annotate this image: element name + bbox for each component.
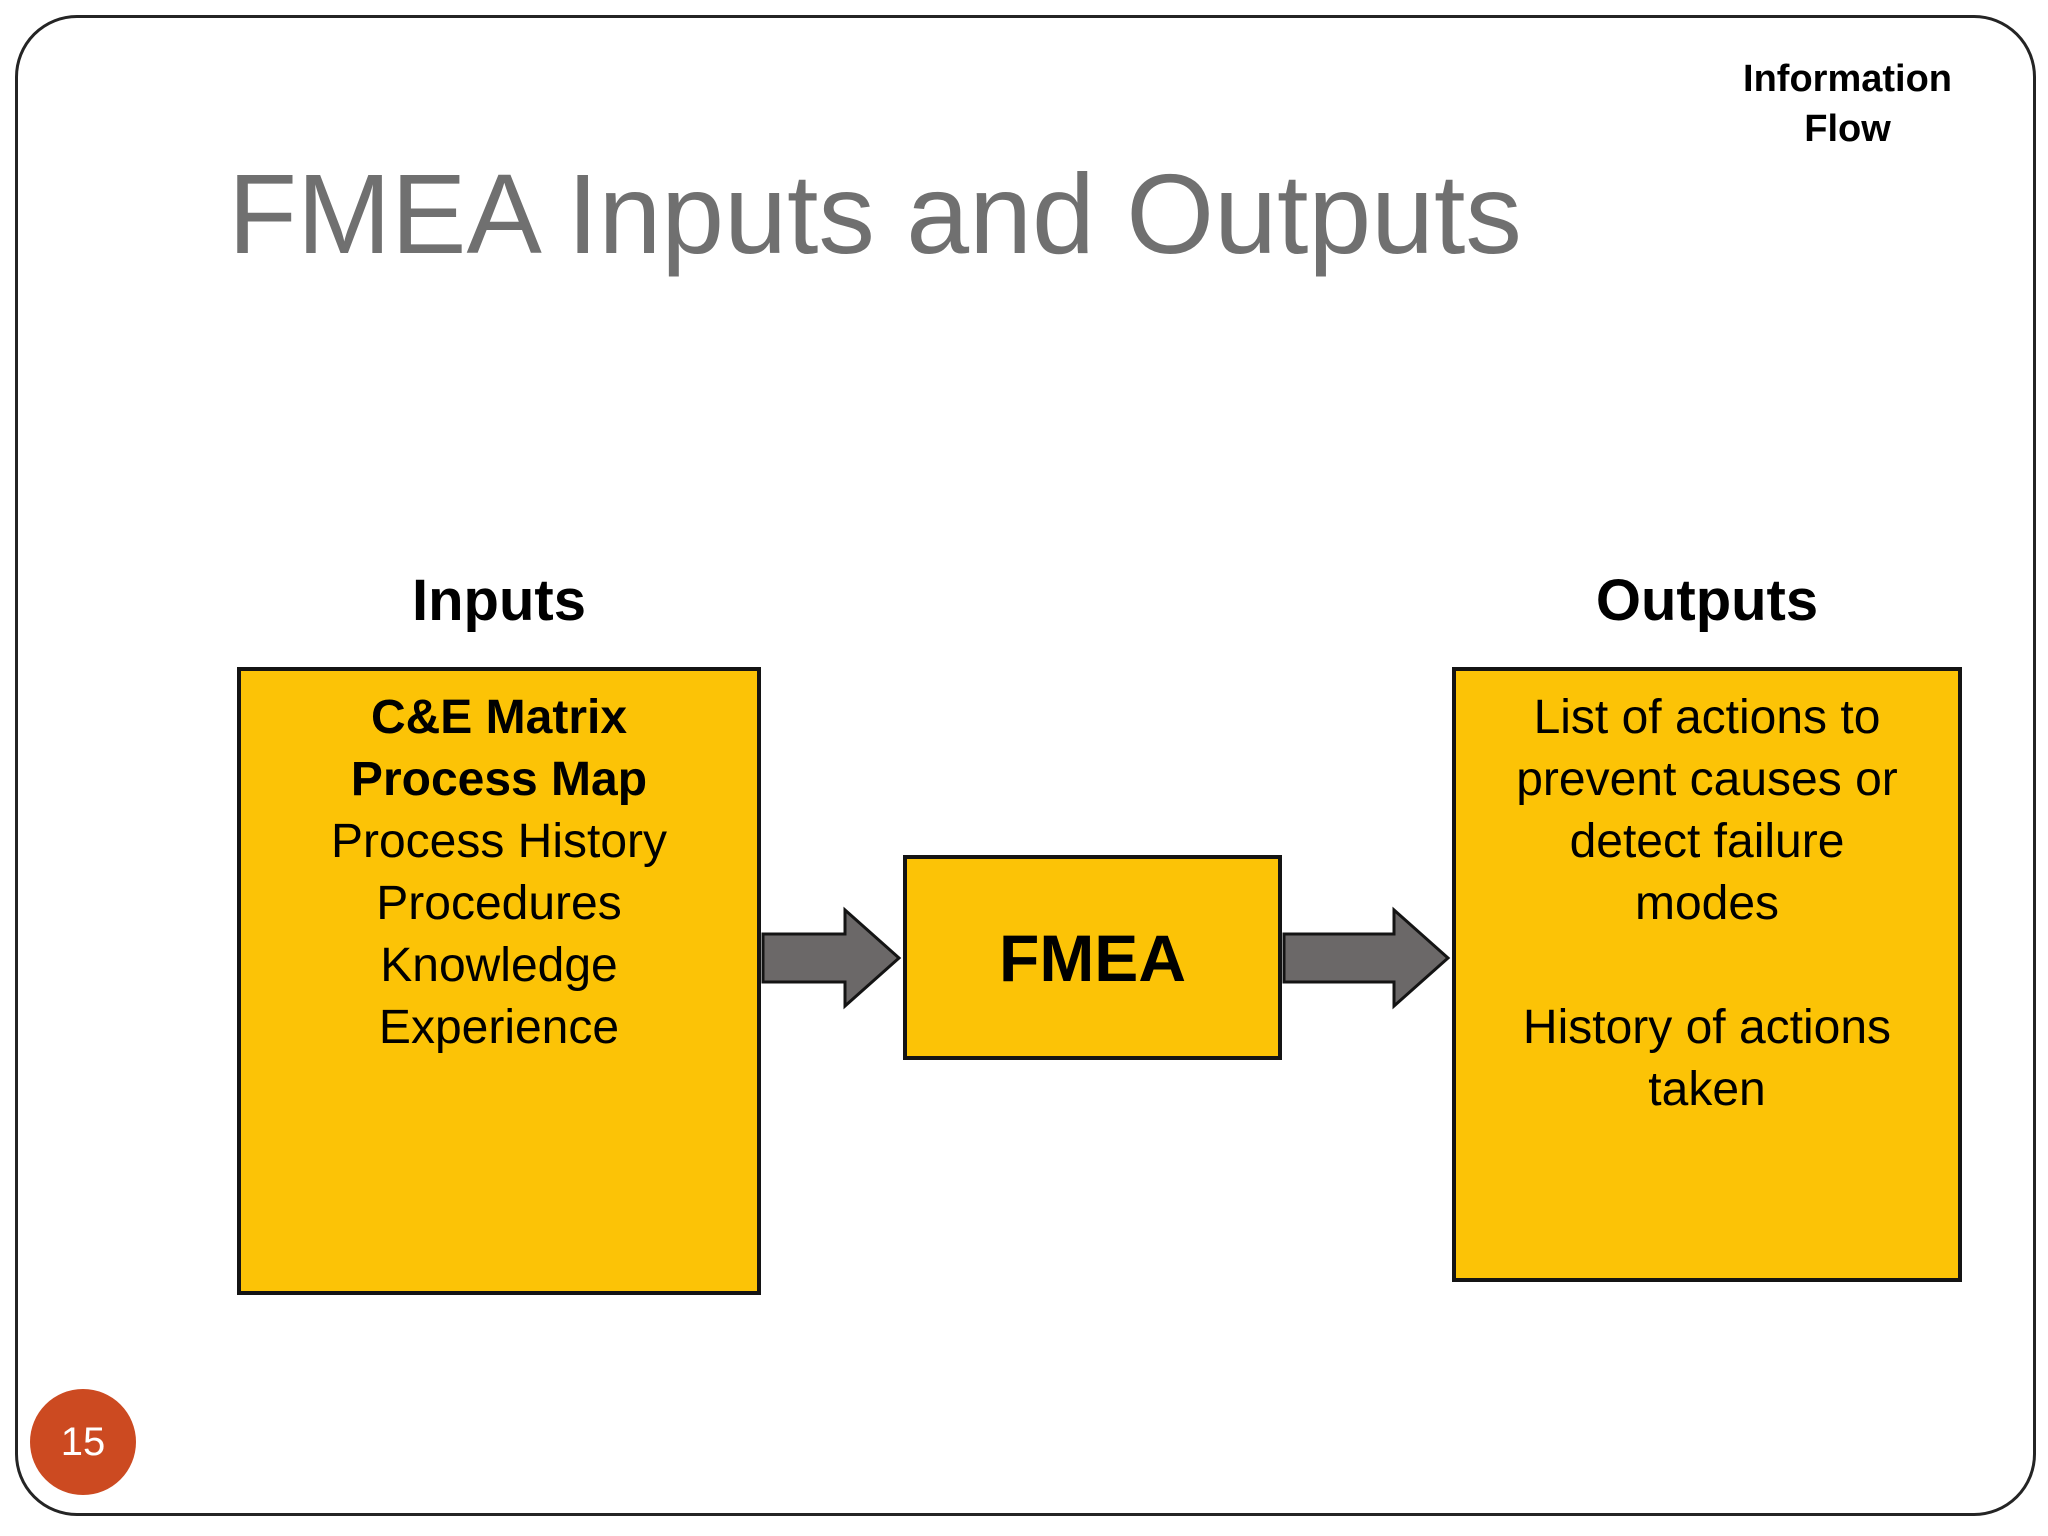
- outputs-paragraph-2: History of actions taken: [1456, 997, 1958, 1121]
- output-line: List of actions to: [1533, 691, 1881, 744]
- arrow-inputs-to-fmea-icon: [761, 906, 902, 1010]
- outputs-paragraph-1: List of actions to prevent causes or det…: [1456, 687, 1958, 935]
- inputs-box: C&E Matrix Process Map Process History P…: [237, 667, 761, 1295]
- output-line: History of actions: [1522, 1001, 1892, 1054]
- input-item: Experience: [378, 1001, 620, 1054]
- inputs-label: Inputs: [412, 568, 586, 633]
- output-line: modes: [1634, 877, 1780, 930]
- outputs-label: Outputs: [1595, 568, 1819, 633]
- slide-border: [15, 15, 2036, 1516]
- corner-label-line2: Flow: [1804, 108, 1891, 151]
- input-item: Process Map: [350, 753, 648, 806]
- input-item: Procedures: [376, 877, 622, 930]
- page-number-badge: 15: [30, 1389, 136, 1495]
- output-line: taken: [1648, 1063, 1766, 1116]
- outputs-box: List of actions to prevent causes or det…: [1452, 667, 1962, 1282]
- input-item: C&E Matrix: [370, 691, 628, 744]
- fmea-box: FMEA: [903, 855, 1282, 1060]
- page-title: FMEA Inputs and Outputs: [228, 151, 1522, 277]
- fmea-box-label: FMEA: [999, 920, 1186, 995]
- input-item: Process History: [330, 815, 668, 868]
- corner-label-line1: Information: [1743, 58, 1952, 100]
- output-line: detect failure: [1569, 815, 1845, 868]
- arrow-fmea-to-outputs-icon: [1282, 906, 1451, 1010]
- output-line: prevent causes or: [1516, 753, 1898, 806]
- input-item: Knowledge: [380, 939, 618, 992]
- corner-label: Information Flow: [1743, 54, 1952, 154]
- page-number: 15: [60, 1419, 106, 1464]
